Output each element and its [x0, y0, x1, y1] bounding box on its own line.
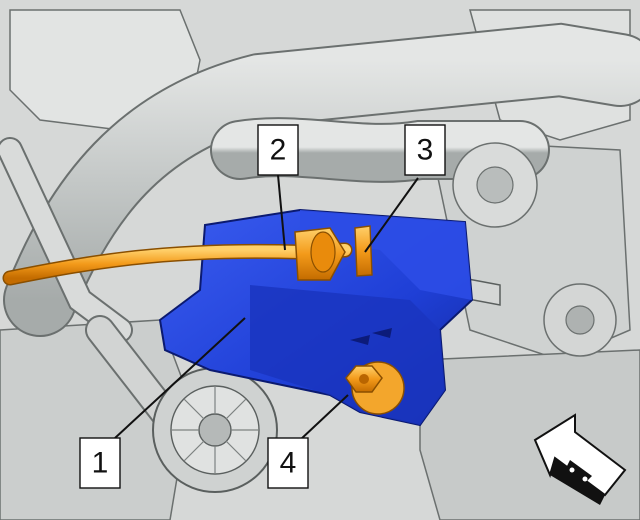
leader-line-3 [364, 177, 419, 253]
sensor-embossing [350, 328, 392, 345]
callout-label-2: 2 [270, 134, 287, 167]
callout-label-3: 3 [417, 134, 434, 167]
engine-lower-right [419, 349, 640, 520]
leader-line-4 [299, 394, 349, 441]
bolt-socket [359, 374, 369, 384]
port-upper-right-bore [476, 166, 514, 204]
callout-label-4: 4 [280, 447, 297, 480]
callout-3: 3 [404, 124, 446, 176]
cable-grommet-face [310, 231, 336, 273]
direction-arrow-icon [533, 413, 627, 505]
sensor-cable [4, 244, 351, 284]
sensor-top-face [300, 210, 472, 300]
leader-line-2 [277, 174, 286, 251]
callout-1: 1 [79, 437, 121, 489]
vehicle-icon [566, 460, 592, 482]
seal-ring [354, 225, 373, 277]
callout-4: 4 [267, 437, 309, 489]
pulley-ribs [171, 386, 259, 474]
port-lower-right-bore [565, 305, 595, 335]
callout-2: 2 [257, 124, 299, 176]
leader-line-1 [114, 317, 246, 439]
callout-label-1: 1 [92, 447, 109, 480]
